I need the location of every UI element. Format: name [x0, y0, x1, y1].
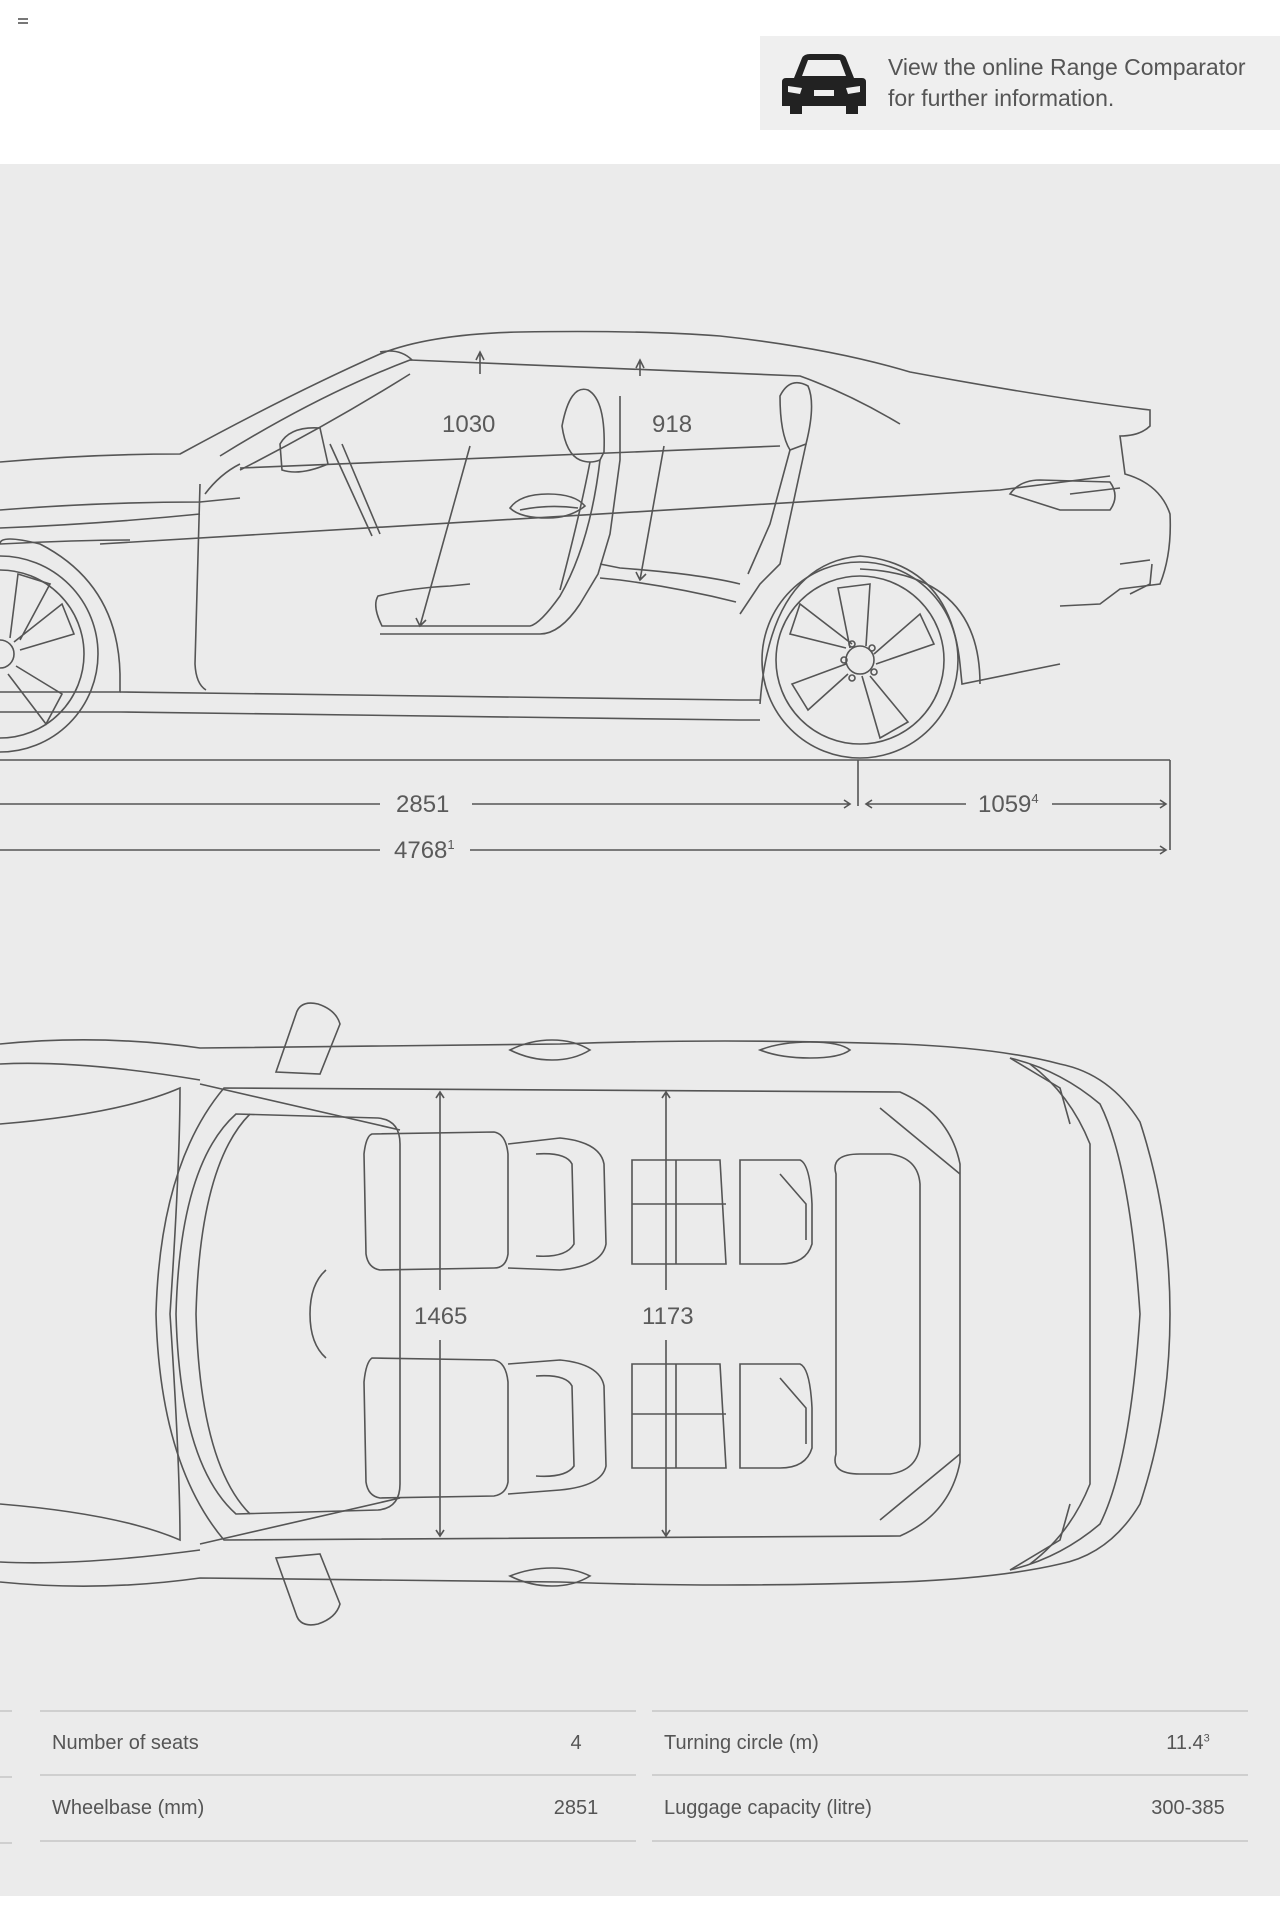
menu-mark-icon: [18, 18, 28, 24]
side-view: [0, 330, 1172, 855]
spec-label: Number of seats: [52, 1731, 199, 1754]
dim-length: 47681: [394, 837, 455, 864]
spec-label: Wheelbase (mm): [52, 1796, 205, 1819]
spec-row-luggage: Luggage capacity (litre) 300-385: [652, 1776, 1248, 1842]
dim-shoulder-rear: 1173: [642, 1303, 694, 1330]
spec-value: 2851: [553, 1796, 599, 1819]
spec-value: 300-385: [1151, 1796, 1225, 1819]
spec-label: Luggage capacity (litre): [664, 1796, 872, 1819]
spec-row-seats: Number of seats 4: [40, 1710, 636, 1776]
spec-row-wheelbase: Wheelbase (mm) 2851: [40, 1776, 636, 1842]
dim-headroom-front: 1030: [442, 411, 495, 438]
car-front-icon: [782, 54, 866, 114]
vehicle-dimensions-drawing: 1030 918 2851 10594 47681: [0, 164, 1280, 1896]
dim-wheelbase: 2851: [396, 791, 449, 818]
range-comparator-banner[interactable]: View the online Range Comparator for fur…: [760, 36, 1280, 130]
spec-label: Turning circle (m): [664, 1731, 819, 1754]
comparator-line-2: for further information.: [888, 85, 1115, 111]
blueprint-svg: 1030 918 2851 10594 47681: [0, 330, 1172, 1626]
spec-value: 11.43: [1166, 1731, 1210, 1754]
spec-value: 4: [570, 1731, 582, 1754]
rear-wheel: [761, 561, 959, 759]
dim-headroom-rear: 918: [652, 411, 692, 438]
dim-shoulder-front: 1465: [414, 1303, 467, 1330]
comparator-line-1: View the online Range Comparator: [888, 54, 1246, 80]
top-view: [0, 1002, 1171, 1626]
spec-row-turning-circle: Turning circle (m) 11.43: [652, 1710, 1248, 1776]
dim-rear-overhang: 10594: [978, 791, 1039, 818]
